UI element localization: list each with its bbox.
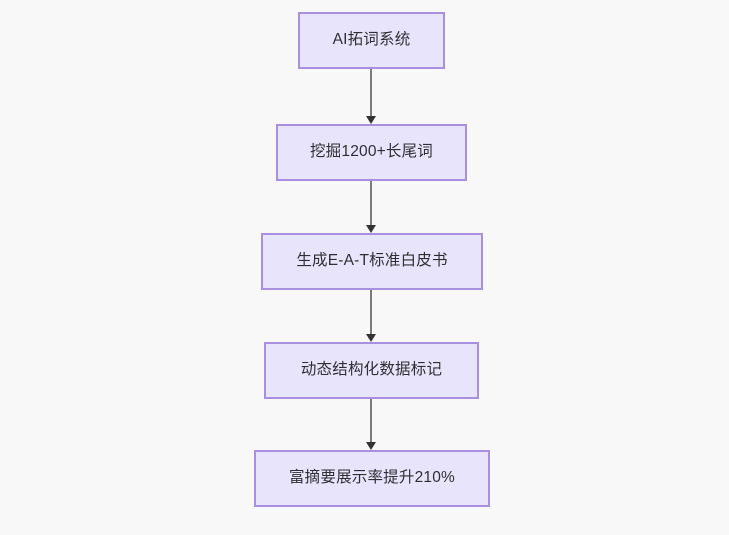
flowchart-node-mine-longtail-keywords[interactable]: 挖掘1200+长尾词 [276,124,467,181]
edge-line [370,181,372,225]
arrowhead-icon [366,334,376,342]
arrowhead-icon [366,116,376,124]
arrowhead-icon [366,442,376,450]
edge-node4-to-node5 [366,399,376,450]
flowchart-node-rich-snippet-impression-uplift[interactable]: 富摘要展示率提升210% [254,450,490,507]
edge-line [370,69,372,116]
edge-line [370,399,372,442]
node-label: 生成E-A-T标准白皮书 [296,252,448,270]
flowchart-node-dynamic-structured-data-markup[interactable]: 动态结构化数据标记 [264,342,479,399]
flowchart-node-generate-eat-whitepaper[interactable]: 生成E-A-T标准白皮书 [261,233,483,290]
edge-line [370,290,372,334]
node-label: 挖掘1200+长尾词 [309,143,434,161]
arrowhead-icon [366,225,376,233]
node-label: 动态结构化数据标记 [300,361,443,379]
edge-node1-to-node2 [366,69,376,124]
edge-node2-to-node3 [366,181,376,233]
flowchart-node-ai-keyword-expansion-system[interactable]: AI拓词系统 [298,12,445,69]
edge-node3-to-node4 [366,290,376,342]
node-label: AI拓词系统 [332,31,411,49]
node-label: 富摘要展示率提升210% [288,469,456,487]
